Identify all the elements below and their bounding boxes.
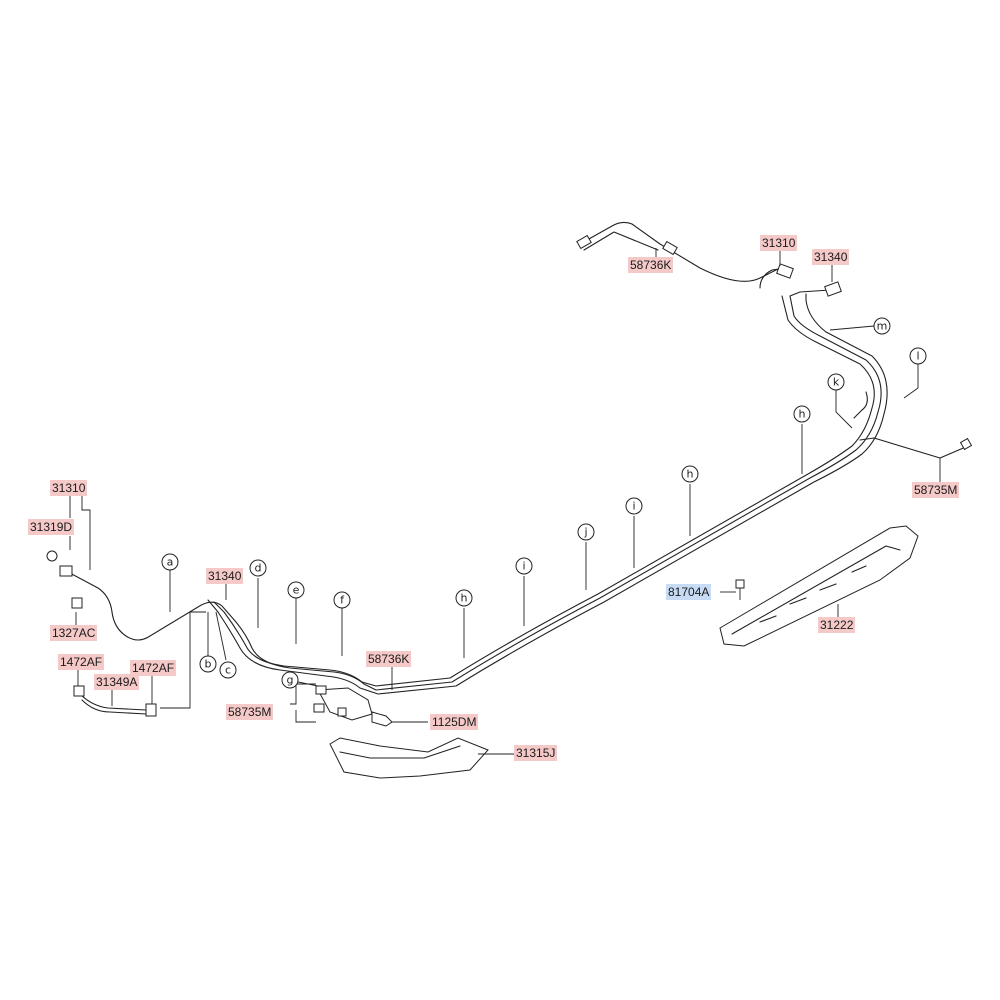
callout-k-text: k: [833, 376, 840, 389]
part-label-81704a[interactable]: 81704A: [666, 584, 712, 600]
callout-f[interactable]: f: [333, 591, 351, 609]
callout-e-text: e: [293, 584, 300, 597]
callout-j[interactable]: j: [577, 523, 595, 541]
callout-h-mid[interactable]: h: [681, 465, 699, 483]
bracket-and-shield: [313, 685, 489, 779]
part-label-31340-front[interactable]: 31340: [206, 568, 244, 584]
callout-h-rear-text: h: [799, 408, 806, 421]
front-connector-group: [46, 550, 157, 717]
callout-m[interactable]: m: [873, 317, 891, 335]
part-label-58736k-front[interactable]: 58736K: [366, 651, 412, 667]
part-label-31310-front[interactable]: 31310: [50, 480, 88, 496]
part-label-1472af-right[interactable]: 1472AF: [130, 660, 177, 676]
callout-c[interactable]: c: [219, 661, 237, 679]
part-label-31315j[interactable]: 31315J: [514, 745, 558, 761]
rear-bracket: [719, 525, 919, 647]
part-label-1472af-left[interactable]: 1472AF: [58, 654, 105, 670]
callout-d[interactable]: d: [249, 559, 267, 577]
part-label-31310-rear[interactable]: 31310: [760, 235, 798, 251]
callout-k[interactable]: k: [827, 373, 845, 391]
callout-f-text: f: [340, 594, 345, 607]
part-label-1327ac[interactable]: 1327AC: [50, 625, 98, 641]
part-label-31319d[interactable]: 31319D: [28, 519, 75, 535]
callout-j-text: j: [583, 526, 587, 539]
callout-leaders: [169, 325, 919, 687]
callout-b[interactable]: b: [199, 655, 217, 673]
callout-h-front[interactable]: h: [455, 589, 473, 607]
callout-h-front-text: h: [461, 592, 468, 605]
callout-a[interactable]: a: [161, 553, 179, 571]
callout-d-text: d: [255, 562, 262, 575]
callout-e[interactable]: e: [287, 581, 305, 599]
part-label-31222[interactable]: 31222: [818, 617, 856, 633]
callout-b-text: b: [205, 658, 212, 671]
callout-h-rear[interactable]: h: [793, 405, 811, 423]
part-label-58736k-rear[interactable]: 58736K: [628, 257, 674, 273]
callout-h-mid-text: h: [687, 468, 694, 481]
part-label-58735m-front[interactable]: 58735M: [226, 704, 274, 720]
callout-i-front-text: i: [522, 560, 525, 573]
callout-l[interactable]: l: [909, 347, 927, 365]
part-label-31340-rear[interactable]: 31340: [812, 249, 850, 265]
part-label-1125dm[interactable]: 1125DM: [430, 714, 479, 730]
callout-a-text: a: [167, 556, 174, 569]
part-label-58735m-rear[interactable]: 58735M: [912, 482, 960, 498]
callout-g[interactable]: g: [281, 671, 299, 689]
callout-l-text: l: [916, 350, 919, 363]
callout-g-text: g: [287, 674, 294, 687]
callout-m-text: m: [877, 320, 888, 333]
callout-i-front[interactable]: i: [515, 557, 533, 575]
part-leaders: [69, 248, 941, 755]
part-label-31349a[interactable]: 31349A: [94, 674, 140, 690]
callout-i-rear[interactable]: i: [625, 497, 643, 515]
main-fuel-line-bundle: [67, 221, 973, 695]
callout-c-text: c: [225, 664, 231, 677]
callout-i-rear-text: i: [632, 500, 635, 513]
